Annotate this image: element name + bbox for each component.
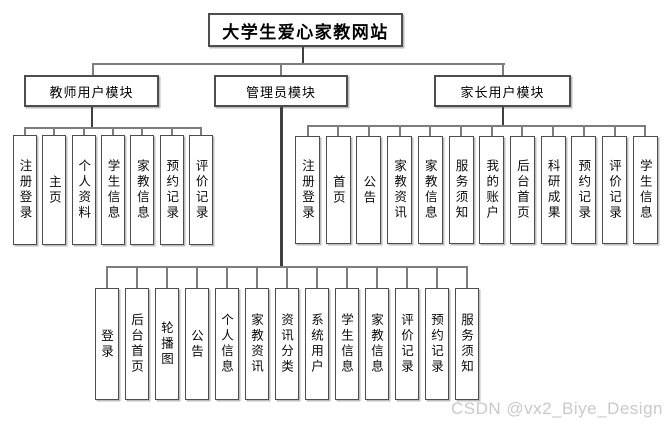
leaf-node: 个人资料	[71, 135, 96, 245]
connector-line	[195, 265, 198, 288]
connector-line	[170, 127, 173, 135]
module-label-teacher: 教师用户模块	[49, 84, 134, 100]
leaf-node: 个人信息	[214, 288, 239, 400]
leaf-node: 预约记录	[159, 135, 184, 245]
connector-line	[345, 265, 348, 288]
connector-line	[302, 47, 304, 63]
connector-line	[105, 265, 108, 288]
connector-line	[375, 265, 378, 288]
module-box-teacher: 教师用户模块	[24, 75, 159, 107]
connector-line	[337, 125, 340, 136]
connector-line	[53, 127, 56, 135]
leaf-node: 学生信息	[101, 135, 126, 245]
connector-line	[280, 63, 282, 75]
diagram-title-box: 大学生爱心家教网站	[208, 13, 403, 47]
connector-line	[91, 63, 94, 75]
leaf-node: 后台首页	[124, 288, 149, 400]
connector-line	[285, 265, 288, 288]
leaf-node: 评价记录	[394, 288, 419, 400]
connector-line	[200, 127, 203, 135]
leaf-node: 评价记录	[602, 136, 627, 244]
connector-line	[90, 107, 93, 127]
connector-line	[613, 125, 616, 136]
connector-line	[112, 127, 115, 135]
connector-line	[435, 265, 438, 288]
connector-line	[405, 265, 408, 288]
module-box-admin: 管理员模块	[214, 75, 348, 107]
connector-line	[225, 265, 228, 288]
connector-line	[501, 63, 504, 75]
leaf-node: 家教资讯	[244, 288, 269, 400]
leaf-node: 系统用户	[304, 288, 329, 400]
connector-line	[135, 265, 138, 288]
leaf-node: 主页	[42, 135, 67, 245]
leaf-node: 家教资讯	[387, 136, 413, 244]
connector-line	[255, 265, 258, 288]
leaf-node: 服务须知	[448, 136, 474, 244]
leaf-node: 资讯分类	[274, 288, 299, 400]
connector-line	[165, 265, 168, 288]
connector-line	[521, 125, 524, 136]
connector-line	[460, 125, 462, 136]
connector-line	[141, 127, 144, 135]
connector-line	[315, 265, 318, 288]
diagram-title: 大学生爱心家教网站	[222, 22, 389, 42]
leaf-node: 公告	[356, 136, 382, 244]
module-label-parent: 家长用户模块	[460, 84, 545, 100]
connector-line	[367, 125, 370, 136]
connector-line	[552, 125, 555, 136]
connector-line	[306, 125, 309, 136]
leaf-node: 家教信息	[130, 135, 155, 245]
connector-line	[582, 125, 585, 136]
connector-line	[306, 125, 647, 127]
leaf-node: 学生信息	[632, 136, 658, 244]
leaf-node: 我的账户	[479, 136, 505, 244]
connector-line	[280, 107, 283, 266]
leaf-node: 预约记录	[424, 288, 449, 400]
leaf-node: 登录	[94, 288, 119, 400]
leaf-node: 预约记录	[571, 136, 597, 244]
connector-line	[91, 63, 505, 65]
module-label-admin: 管理员模块	[245, 84, 316, 100]
connector-line	[465, 265, 468, 288]
watermark: CSDN @vx2_Biye_Design	[450, 399, 663, 418]
connector-line	[429, 125, 432, 136]
leaf-node: 服务须知	[454, 288, 479, 400]
leaf-node: 科研成果	[540, 136, 566, 244]
leaf-node: 家教信息	[417, 136, 443, 244]
connector-line	[490, 125, 493, 136]
module-box-parent: 家长用户模块	[434, 75, 571, 107]
leaf-node: 学生信息	[334, 288, 359, 400]
leaf-node: 注册登录	[13, 135, 37, 245]
connector-line	[82, 127, 85, 135]
leaf-node: 评价记录	[189, 135, 214, 245]
leaf-node: 公告	[184, 288, 209, 400]
connector-line	[24, 127, 26, 135]
connector-line	[398, 125, 401, 136]
connector-line	[501, 107, 504, 125]
leaf-node: 后台首页	[509, 136, 535, 244]
leaf-node: 轮播图	[154, 288, 179, 400]
connector-line	[644, 125, 647, 136]
leaf-node: 家教信息	[364, 288, 389, 400]
leaf-node: 注册登录	[295, 136, 320, 244]
leaf-node: 首页	[325, 136, 351, 244]
